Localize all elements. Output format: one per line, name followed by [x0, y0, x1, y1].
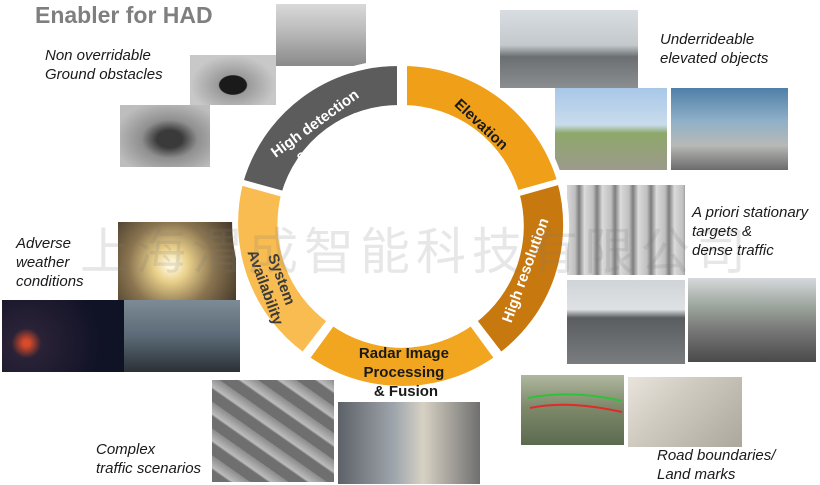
- segment-high-resolution: [469, 177, 570, 360]
- photo-dense-traffic: [567, 185, 685, 275]
- photo-aerial-intersection: [212, 380, 334, 482]
- photo-tire: [190, 55, 276, 105]
- photo-ramp: [555, 88, 667, 170]
- watermark: 上海渭成智能科技有限公司: [80, 223, 752, 281]
- photo-weather-rain: [124, 300, 240, 372]
- photo-cyclist: [338, 402, 480, 484]
- photo-pothole: [120, 105, 210, 167]
- segment-radar-image: [302, 318, 502, 393]
- photo-parking-garage: [671, 88, 788, 170]
- boundary-line-green: [527, 393, 623, 402]
- segment-label-radar-image: Radar Image Processing & Fusion: [359, 345, 453, 400]
- photo-weather-glare: [118, 222, 236, 300]
- callout-adverse-weather: Adverse weather conditions: [16, 235, 84, 290]
- callout-non-overridable: Non overridable Ground obstacles: [45, 47, 163, 83]
- photo-bridge: [500, 10, 638, 88]
- callout-complex-traffic: Complex traffic scenarios: [96, 441, 202, 477]
- photo-curb: [628, 377, 742, 447]
- photo-highway: [567, 280, 685, 364]
- photo-traffic-jam: [688, 278, 816, 362]
- segment-high-detection: [236, 59, 403, 198]
- photo-weather-night: [2, 300, 124, 372]
- boundary-line-red: [529, 403, 623, 413]
- page-title: Enabler for HAD: [35, 2, 213, 28]
- callout-underrideable: Underrideable elevated objects: [660, 31, 769, 67]
- callout-road-boundaries: Road boundaries/ Land marks: [657, 447, 776, 483]
- segment-system-availability: [232, 178, 335, 360]
- photo-road-obstacle: [276, 4, 366, 66]
- callout-a-priori: A priori stationary targets & dense traf…: [692, 204, 809, 259]
